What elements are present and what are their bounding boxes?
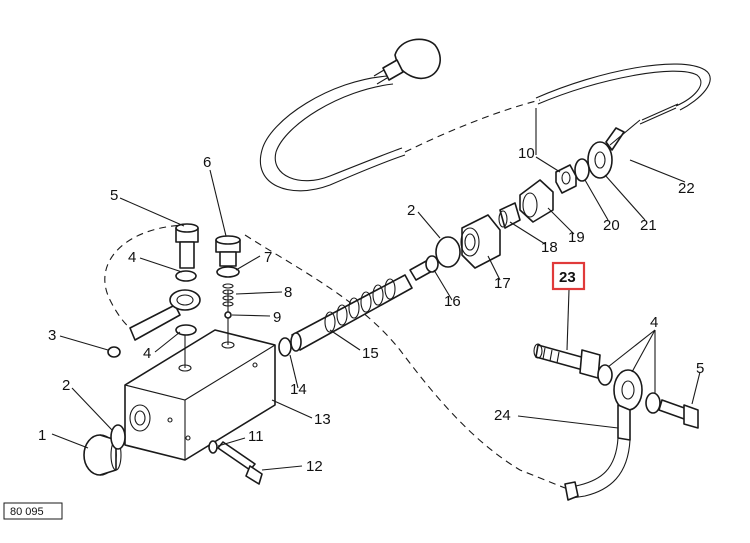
valve-fitting (215, 235, 241, 278)
ball (107, 346, 121, 358)
washer-20 (574, 158, 590, 182)
drawing-reference: 80 095 (3, 502, 63, 520)
cable-fitting-nut (519, 179, 554, 223)
part-labels: 1 2 2 3 4 4 4 5 5 6 7 8 9 10 10 11 12 13… (38, 145, 704, 475)
lock-nut (555, 164, 577, 194)
screw (217, 441, 263, 485)
banjo-fitting-right (613, 369, 643, 441)
adapter-sleeve (498, 202, 521, 229)
leader-lines (51, 108, 701, 471)
label-11: 11 (248, 428, 264, 445)
label-4-right: 4 (650, 314, 658, 331)
label-8: 8 (284, 284, 292, 301)
control-spool (290, 274, 413, 352)
label-7: 7 (264, 249, 272, 266)
label-23: 23 (559, 269, 576, 286)
label-18: 18 (541, 239, 558, 256)
label-3: 3 (48, 327, 56, 344)
spring (222, 283, 234, 307)
label-2-right: 2 (407, 202, 415, 219)
label-15: 15 (362, 345, 379, 362)
seal-ring (110, 424, 126, 450)
label-10-top: 10 (518, 145, 535, 162)
washer (208, 440, 218, 454)
label-5-right: 5 (696, 360, 704, 377)
label-4-top: 4 (128, 249, 136, 266)
spool-tip (409, 255, 439, 281)
label-6: 6 (203, 154, 211, 171)
drawing-reference-text: 80 095 (10, 506, 44, 518)
control-cable (259, 63, 711, 192)
label-21: 21 (640, 217, 657, 234)
label-13: 13 (314, 411, 331, 428)
valve-body (124, 290, 276, 461)
label-9: 9 (273, 309, 281, 326)
mounting-bracket (587, 119, 641, 179)
label-12: 12 (306, 458, 323, 475)
label-5-left: 5 (110, 187, 118, 204)
label-22: 22 (678, 180, 695, 197)
label-4-bottom: 4 (143, 345, 151, 362)
label-2-left: 2 (62, 377, 70, 394)
hose (564, 437, 631, 501)
assembly-axis (244, 234, 571, 491)
hose-path-left (104, 224, 191, 336)
banjo-bolt-left (175, 223, 199, 269)
label-20: 20 (603, 217, 620, 234)
label-24: 24 (494, 407, 511, 424)
label-14: 14 (290, 381, 307, 398)
housing-nut (460, 214, 501, 269)
washer-right-b (645, 392, 661, 414)
spool-seal (278, 337, 292, 357)
label-17: 17 (494, 275, 511, 292)
o-ring (435, 236, 461, 268)
washer-right-a (597, 364, 613, 386)
label-16: 16 (444, 293, 461, 310)
label-19: 19 (568, 229, 585, 246)
check-ball (224, 311, 232, 319)
banjo-bolt-right-5 (658, 399, 699, 429)
highlight-box-23 (551, 261, 586, 291)
cable-knob (373, 38, 441, 85)
label-1: 1 (38, 427, 46, 444)
banjo-bolt-right (533, 343, 601, 379)
banjo-fitting-left (129, 270, 201, 341)
